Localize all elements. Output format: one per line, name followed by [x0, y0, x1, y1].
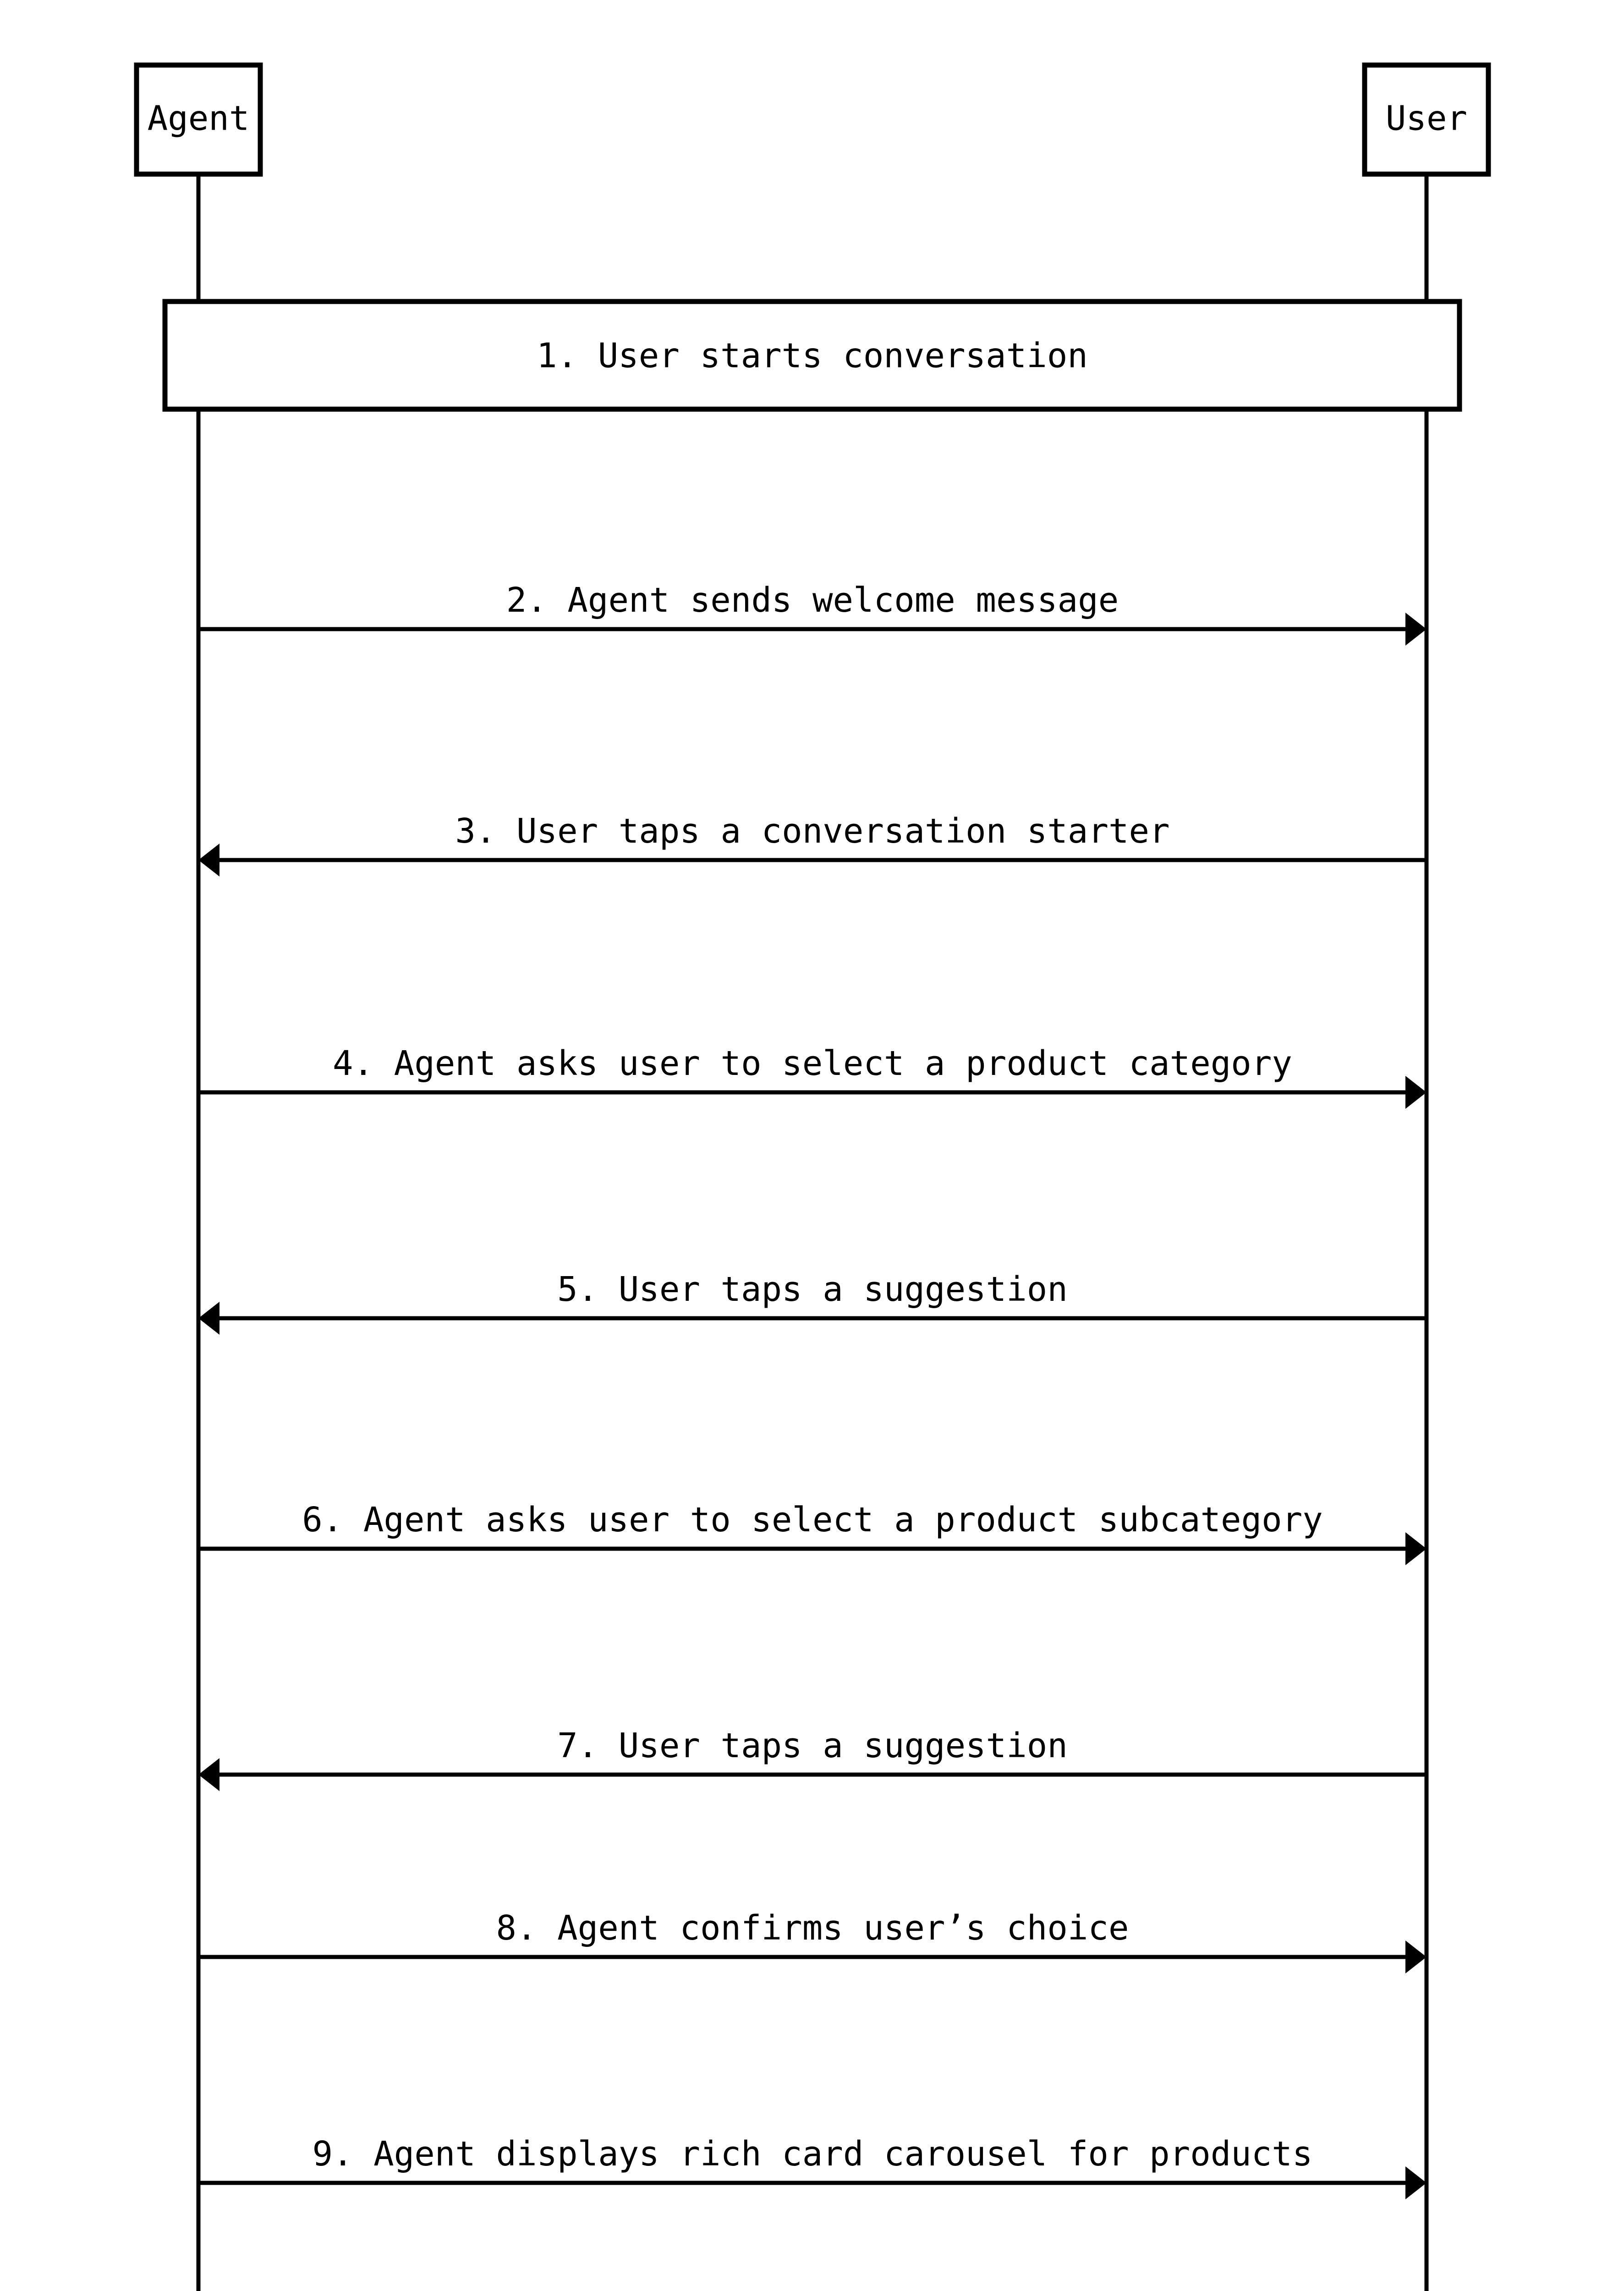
message-9[interactable]: 9. Agent displays rich card carousel for… — [198, 2134, 1426, 2199]
lifelines-layer — [196, 174, 1429, 2291]
message-arrowhead-right — [1405, 2166, 1426, 2199]
message-label-line: 7. User taps a suggestion — [557, 1726, 1068, 1765]
actor-box-rect — [134, 62, 263, 177]
actor-box-user-top[interactable]: User — [1362, 62, 1491, 177]
actor-label-user: User — [1386, 99, 1467, 138]
message-label-line: 6. Agent asks user to select a product s… — [302, 1500, 1323, 1540]
message-label-line: 9. Agent displays rich card carousel for… — [312, 2134, 1312, 2174]
message-label: 9. Agent displays rich card carousel for… — [312, 2134, 1312, 2174]
message-6[interactable]: 6. Agent asks user to select a product s… — [198, 1500, 1426, 1565]
message-arrowhead-left — [198, 844, 219, 877]
message-label: 6. Agent asks user to select a product s… — [302, 1500, 1323, 1540]
message-3[interactable]: 3. User taps a conversation starter — [198, 811, 1426, 877]
note-label: 1. User starts conversation — [537, 336, 1088, 376]
message-label-line: 4. Agent asks user to select a product c… — [333, 1044, 1292, 1083]
message-arrowhead-right — [1405, 1076, 1426, 1109]
message-label: 3. User taps a conversation starter — [455, 811, 1169, 851]
message-arrowhead-right — [1405, 613, 1426, 646]
message-arrowhead-left — [198, 1302, 219, 1335]
note-rect — [162, 299, 1462, 412]
message-8[interactable]: 8. Agent confirms user’s choice — [198, 1908, 1426, 1973]
message-4[interactable]: 4. Agent asks user to select a product c… — [198, 1044, 1426, 1109]
actors-layer: AgentUserAgentUser — [134, 62, 1491, 177]
message-label-line: 8. Agent confirms user’s choice — [496, 1908, 1129, 1948]
message-label-line: 2. Agent sends welcome message — [506, 581, 1119, 620]
message-label: 8. Agent confirms user’s choice — [496, 1908, 1129, 1948]
note-step-1: 1. User starts conversation — [162, 299, 1462, 412]
note-layer: 1. User starts conversation — [162, 299, 1462, 412]
message-5[interactable]: 5. User taps a suggestion — [198, 1270, 1426, 1335]
actor-label-agent: Agent — [148, 99, 250, 138]
message-arrowhead-right — [1405, 1940, 1426, 1973]
message-label-line: 5. User taps a suggestion — [557, 1270, 1068, 1309]
message-label: 7. User taps a suggestion — [557, 1726, 1068, 1765]
message-7[interactable]: 7. User taps a suggestion — [198, 1726, 1426, 1791]
message-label: 2. Agent sends welcome message — [506, 581, 1119, 620]
message-label: 4. Agent asks user to select a product c… — [333, 1044, 1292, 1083]
message-label-line: 3. User taps a conversation starter — [455, 811, 1169, 851]
message-label: 5. User taps a suggestion — [557, 1270, 1068, 1309]
message-arrowhead-left — [198, 1758, 219, 1791]
actor-box-agent-top[interactable]: Agent — [134, 62, 263, 177]
messages-layer: 2. Agent sends welcome message 3. User ta… — [198, 581, 1426, 2199]
message-2[interactable]: 2. Agent sends welcome message — [198, 581, 1426, 646]
message-arrowhead-right — [1405, 1532, 1426, 1565]
actor-box-rect — [1362, 62, 1491, 177]
